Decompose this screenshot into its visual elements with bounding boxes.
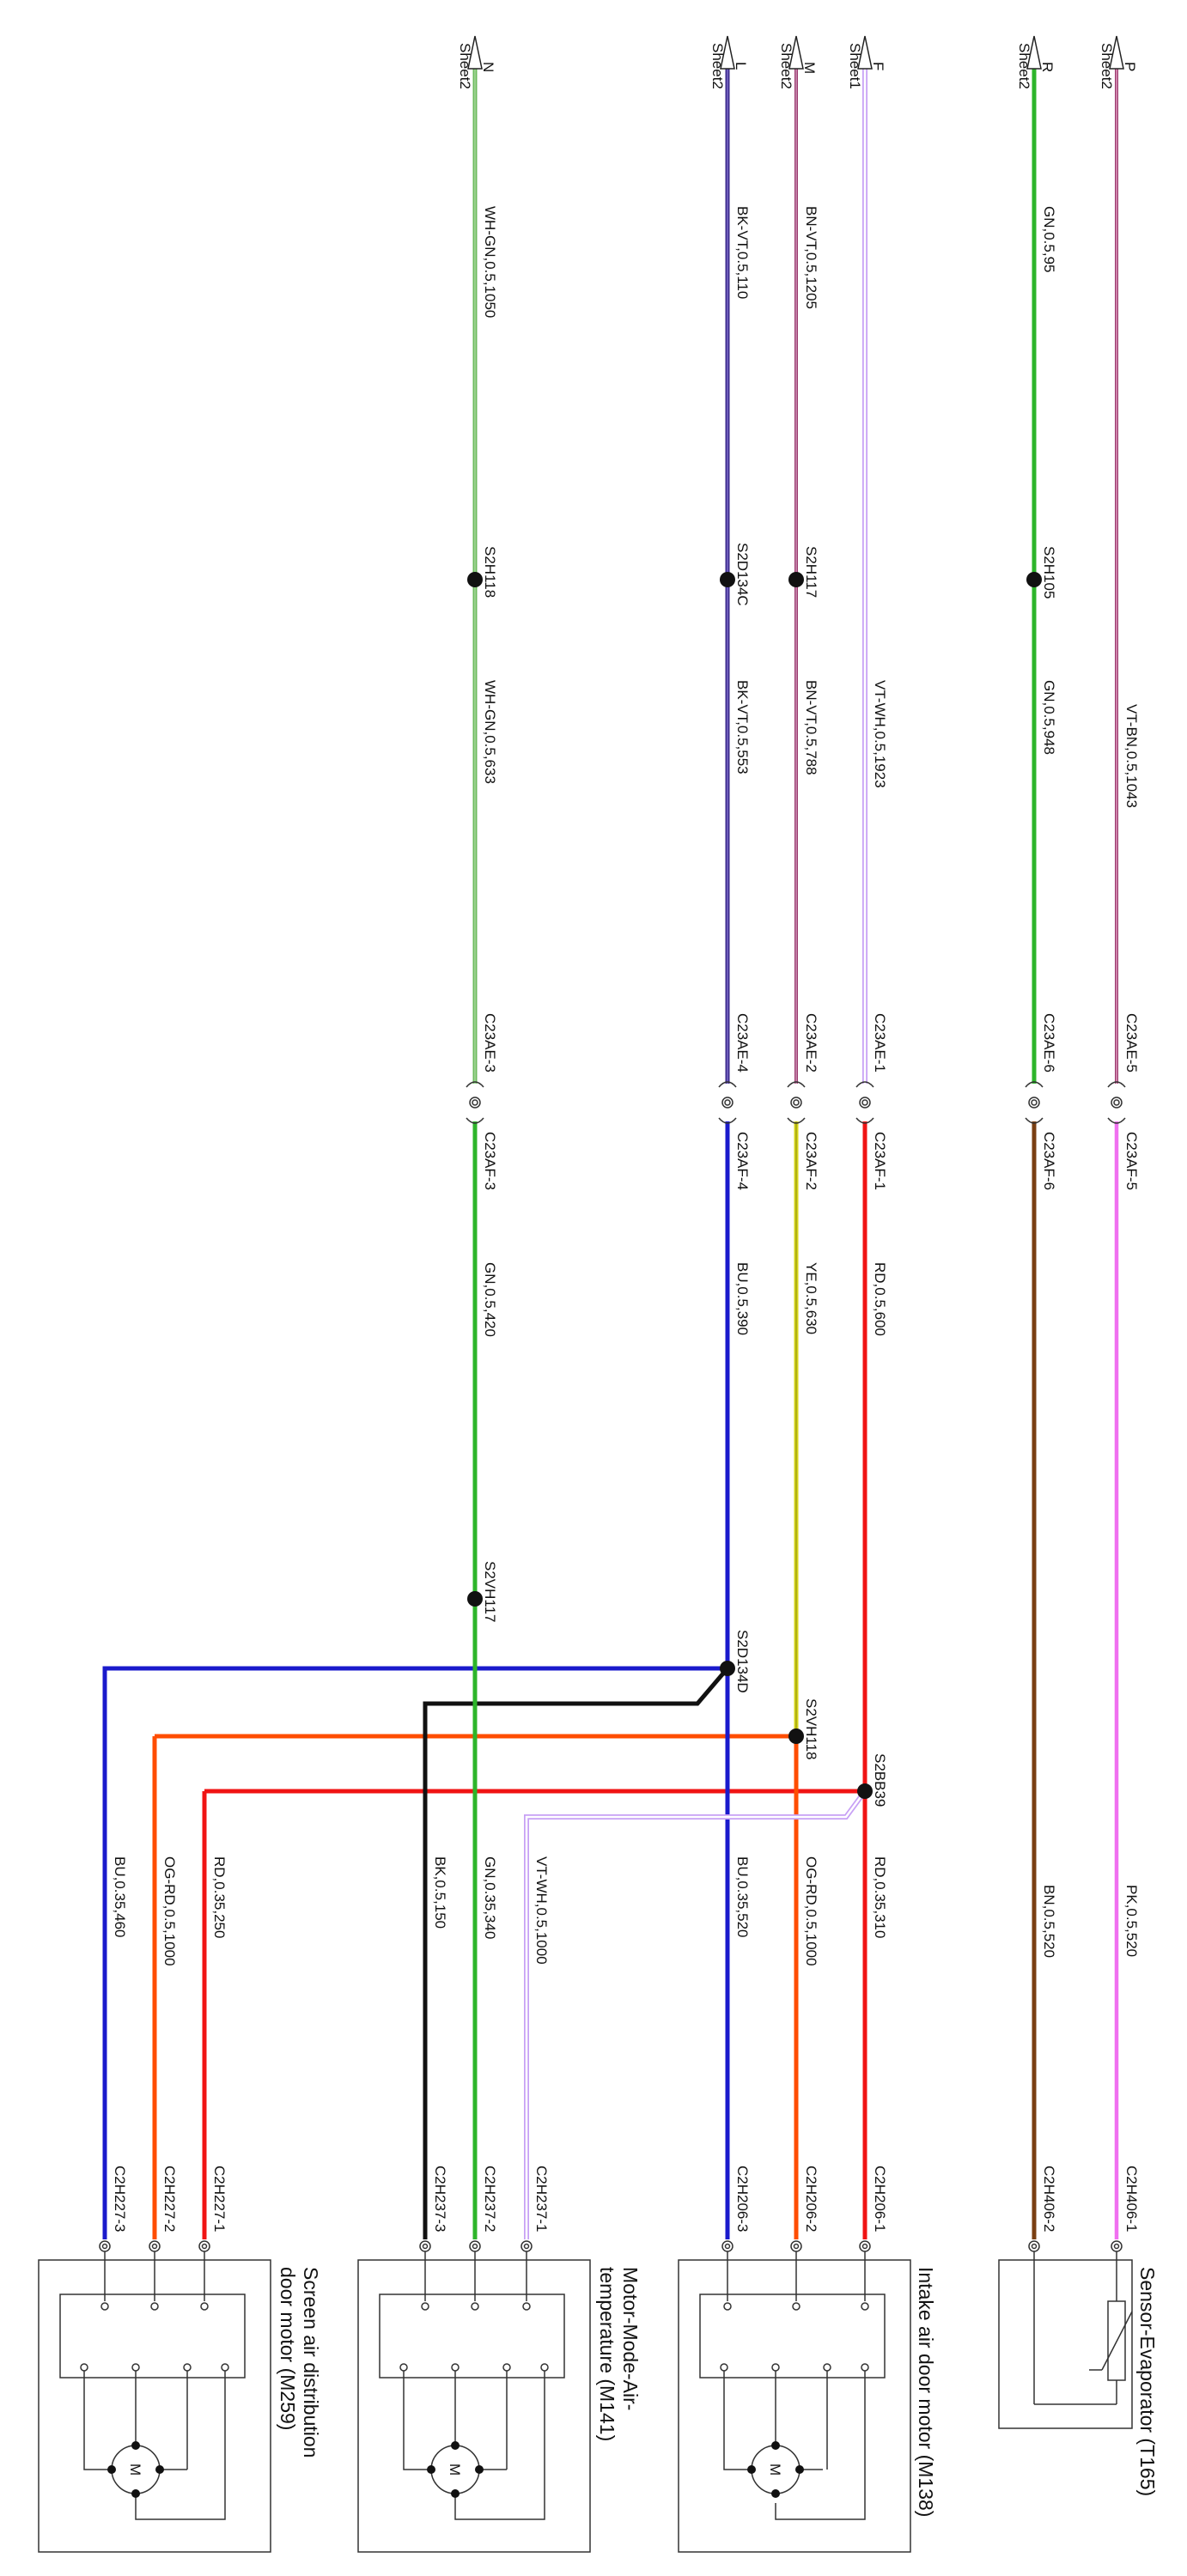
pin-label: C2H237-3: [432, 2166, 448, 2233]
wire-label: BU,0.5,390: [734, 1262, 751, 1335]
wire-label: BK-VT,0.5,553: [734, 680, 751, 775]
pin-label: C2H227-3: [112, 2166, 128, 2233]
connector-label: C23AF-5: [1123, 1132, 1140, 1190]
wire-label: VT-WH,0.5,1923: [872, 680, 888, 788]
component-pin-symbols: [99, 2240, 1123, 2252]
sheet-letter-m[interactable]: M: [801, 62, 818, 74]
connector-label: C23AF-1: [872, 1132, 888, 1190]
splice-dots: [467, 572, 1042, 1799]
pin-label: C2H227-2: [161, 2166, 178, 2233]
inline-connector-symbols: [466, 1081, 1126, 1124]
connector-label: C23AF-4: [734, 1132, 751, 1190]
wire-label: BN,0.5,520: [1041, 1885, 1057, 1958]
component-title-sensor: Sensor-Evaporator (T165): [1136, 2267, 1159, 2496]
wire-label: BU,0.35,460: [112, 1856, 128, 1938]
wire-label: GN,0.5,420: [482, 1262, 498, 1337]
wire-label: GN,0.35,340: [482, 1856, 498, 1939]
sheet-name-r[interactable]: Sheet2: [1016, 43, 1032, 89]
splice-label: S2BB39: [872, 1753, 888, 1807]
wire-label: OG-RD,0.5,1000: [161, 1856, 178, 1966]
pin-label: C2H237-1: [533, 2166, 550, 2233]
wire-label: BU,0.35,520: [734, 1856, 751, 1938]
sheet-letter-r[interactable]: R: [1039, 62, 1056, 72]
pin-label: C2H227-1: [211, 2166, 228, 2233]
splice-label: S2H105: [1041, 546, 1057, 598]
sheet-ref-arrows: [467, 35, 1124, 70]
connector-label: C23AE-4: [734, 1013, 751, 1072]
wire-label: VT-BN,0.5,1043: [1123, 704, 1140, 808]
component-title-mode-line1: Motor-Mode-Air-: [619, 2267, 642, 2410]
wire-l: [102, 69, 730, 2239]
motor-symbol: M: [127, 2464, 143, 2476]
splice-label: S2VH117: [482, 1561, 498, 1623]
component-title-intake: Intake air door motor (M138): [915, 2267, 937, 2517]
sheet-letter-f[interactable]: F: [870, 62, 886, 70]
wire-f: [202, 69, 867, 2239]
labels-layer: P Sheet2 R Sheet2 F Sheet1 M Sheet2 L Sh…: [112, 43, 1159, 2517]
connector-label: C23AE-3: [482, 1013, 498, 1072]
sheet-name-n[interactable]: Sheet2: [457, 43, 473, 89]
sheet-letter-n[interactable]: N: [480, 62, 496, 72]
wire-label: WH-GN,0.5,1050: [482, 206, 498, 318]
splice-label: S2D134C: [734, 543, 751, 606]
wire-label: PK,0.5,520: [1123, 1885, 1140, 1957]
wire-label: RD,0.5,600: [872, 1262, 888, 1336]
wire-label: WH-GN,0.5,633: [482, 680, 498, 784]
component-title-screen-line1: Screen air distribution: [300, 2267, 322, 2458]
wire-label: VT-WH,0.5,1000: [533, 1856, 550, 1965]
pin-label: C2H406-2: [1041, 2166, 1057, 2233]
sheet-name-f[interactable]: Sheet1: [847, 43, 863, 89]
sheet-name-l[interactable]: Sheet2: [709, 43, 726, 89]
pin-label: C2H206-1: [872, 2166, 888, 2233]
motor-symbol: M: [767, 2464, 783, 2476]
sheet-letter-l[interactable]: L: [733, 62, 749, 70]
splice-label: S2VH118: [803, 1698, 819, 1760]
splice-label: S2H117: [803, 546, 819, 598]
connector-label: C23AF-3: [482, 1132, 498, 1190]
connector-label: C23AF-2: [803, 1132, 819, 1190]
splice-label: S2D134D: [734, 1630, 751, 1693]
sheet-name-m[interactable]: Sheet2: [778, 43, 794, 89]
wire-label: OG-RD,0.5,1000: [803, 1856, 819, 1966]
wire-label: RD,0.35,310: [872, 1856, 888, 1938]
sheet-name-p[interactable]: Sheet2: [1099, 43, 1115, 89]
sheet-letter-p[interactable]: P: [1122, 62, 1138, 71]
wire-label: YE,0.5,630: [803, 1262, 819, 1334]
wire-label: RD,0.35,250: [211, 1856, 228, 1938]
pin-label: C2H406-1: [1123, 2166, 1140, 2233]
pin-label: C2H237-2: [482, 2166, 498, 2233]
connector-label: C23AE-5: [1123, 1013, 1140, 1072]
mode-motor-box: [357, 2251, 591, 2553]
connector-label: C23AE-1: [872, 1013, 888, 1072]
wire-label: GN,0.5,95: [1041, 206, 1057, 273]
sensor-evaporator-box: [998, 2251, 1133, 2429]
component-title-screen-line2: door motor (M259): [277, 2267, 299, 2430]
intake-motor-box: [678, 2251, 911, 2553]
connector-label: C23AE-6: [1041, 1013, 1057, 1072]
splice-label: S2H118: [482, 546, 498, 598]
wire-label: BN-VT,0.5,788: [803, 680, 819, 775]
motor-brush-dots: [107, 2441, 804, 2498]
connector-label: C23AE-2: [803, 1013, 819, 1072]
wire-label: BK-VT,0.5,110: [734, 206, 751, 299]
wire-label: BK,0.5,150: [432, 1856, 448, 1929]
wire-label: BN-VT,0.5,1205: [803, 206, 819, 309]
pin-label: C2H206-3: [734, 2166, 751, 2233]
component-title-mode-line2: temperature (M141): [596, 2267, 618, 2441]
motor-symbol: M: [447, 2464, 463, 2476]
screen-motor-box: [38, 2251, 271, 2553]
wire-vt-wh-branch: [524, 1789, 867, 2239]
pin-label: C2H206-2: [803, 2166, 819, 2233]
wire-label: GN,0.5,948: [1041, 680, 1057, 755]
connector-label: C23AF-6: [1041, 1132, 1057, 1190]
